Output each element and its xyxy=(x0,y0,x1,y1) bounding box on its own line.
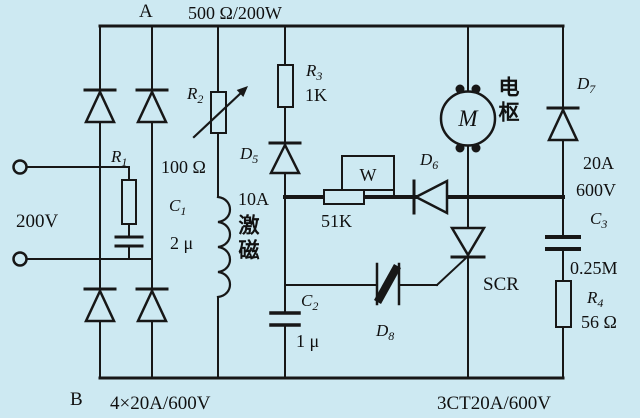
d8-ref: D8 xyxy=(375,321,394,343)
field-winding-label: 激磁 xyxy=(236,214,260,264)
bridge-diode-4 xyxy=(135,287,169,323)
c3-value: 0.25M xyxy=(570,258,618,278)
motor-brush xyxy=(455,84,465,94)
scr-thyristor xyxy=(449,226,487,259)
resistor-r3 xyxy=(277,64,294,108)
input-terminal-top xyxy=(12,159,28,175)
r2-ref: R2 xyxy=(186,84,203,106)
d5-ref: D5 xyxy=(239,144,258,166)
resistor-r2-variable xyxy=(192,86,248,139)
resistor-r1 xyxy=(121,179,137,225)
diode-d7 xyxy=(546,106,580,142)
bridge-diode-2 xyxy=(135,88,169,124)
c1-ref: C1 xyxy=(169,196,186,218)
motor-armature xyxy=(439,84,497,153)
c1-value: 2 μ xyxy=(170,233,193,253)
motor-brush xyxy=(471,143,481,153)
d5-value: 10A xyxy=(238,189,269,209)
r2-value: 100 Ω xyxy=(161,157,206,177)
r3-value: 1K xyxy=(305,85,327,105)
r1-ref: R1 xyxy=(110,147,127,169)
diac-d8 xyxy=(374,262,401,306)
resistor-r4 xyxy=(555,280,572,328)
input-terminal-bottom xyxy=(12,251,28,267)
motor-ref: M xyxy=(457,106,479,131)
diode-d6 xyxy=(412,178,449,216)
c2-ref: C2 xyxy=(301,291,318,313)
ballast-resistor-label: 500 Ω/200W xyxy=(188,3,282,23)
bridge-diode-1 xyxy=(83,88,117,124)
d7-ref: D7 xyxy=(576,74,596,96)
armature-label: 电枢 xyxy=(496,76,520,126)
r3-ref: R3 xyxy=(305,61,322,83)
node-b-label: B xyxy=(70,389,83,410)
bridge-diode-3 xyxy=(83,287,117,323)
input-voltage-label: 200V xyxy=(16,211,59,232)
scr-rating-label: 3CT20A/600V xyxy=(437,393,551,414)
c3-ref: C3 xyxy=(590,209,607,231)
c2-value: 1 μ xyxy=(296,331,319,351)
arrow-head xyxy=(236,86,248,97)
d7-current: 20A xyxy=(583,153,614,173)
wire-gate-slant xyxy=(435,256,468,287)
diode-d5 xyxy=(268,141,302,175)
scr-ref: SCR xyxy=(483,274,519,295)
d6-ref: D6 xyxy=(419,150,438,172)
bridge-rating-label: 4×20A/600V xyxy=(110,393,211,414)
resistor-51k xyxy=(323,189,365,205)
pot-w-value: 51K xyxy=(321,211,352,231)
d7-voltage: 600V xyxy=(576,180,616,200)
field-winding-coil xyxy=(216,195,232,299)
capacitor-c2 xyxy=(269,311,301,327)
capacitor-c1 xyxy=(114,235,144,248)
potentiometer-w-box xyxy=(341,155,395,191)
pot-w-ref: W xyxy=(360,165,377,185)
r4-ref: R4 xyxy=(586,288,603,310)
node-a-label: A xyxy=(139,1,153,22)
motor-brush xyxy=(471,84,481,94)
motor-brush xyxy=(455,143,465,153)
capacitor-c3 xyxy=(545,235,581,251)
r4-value: 56 Ω xyxy=(581,312,617,332)
